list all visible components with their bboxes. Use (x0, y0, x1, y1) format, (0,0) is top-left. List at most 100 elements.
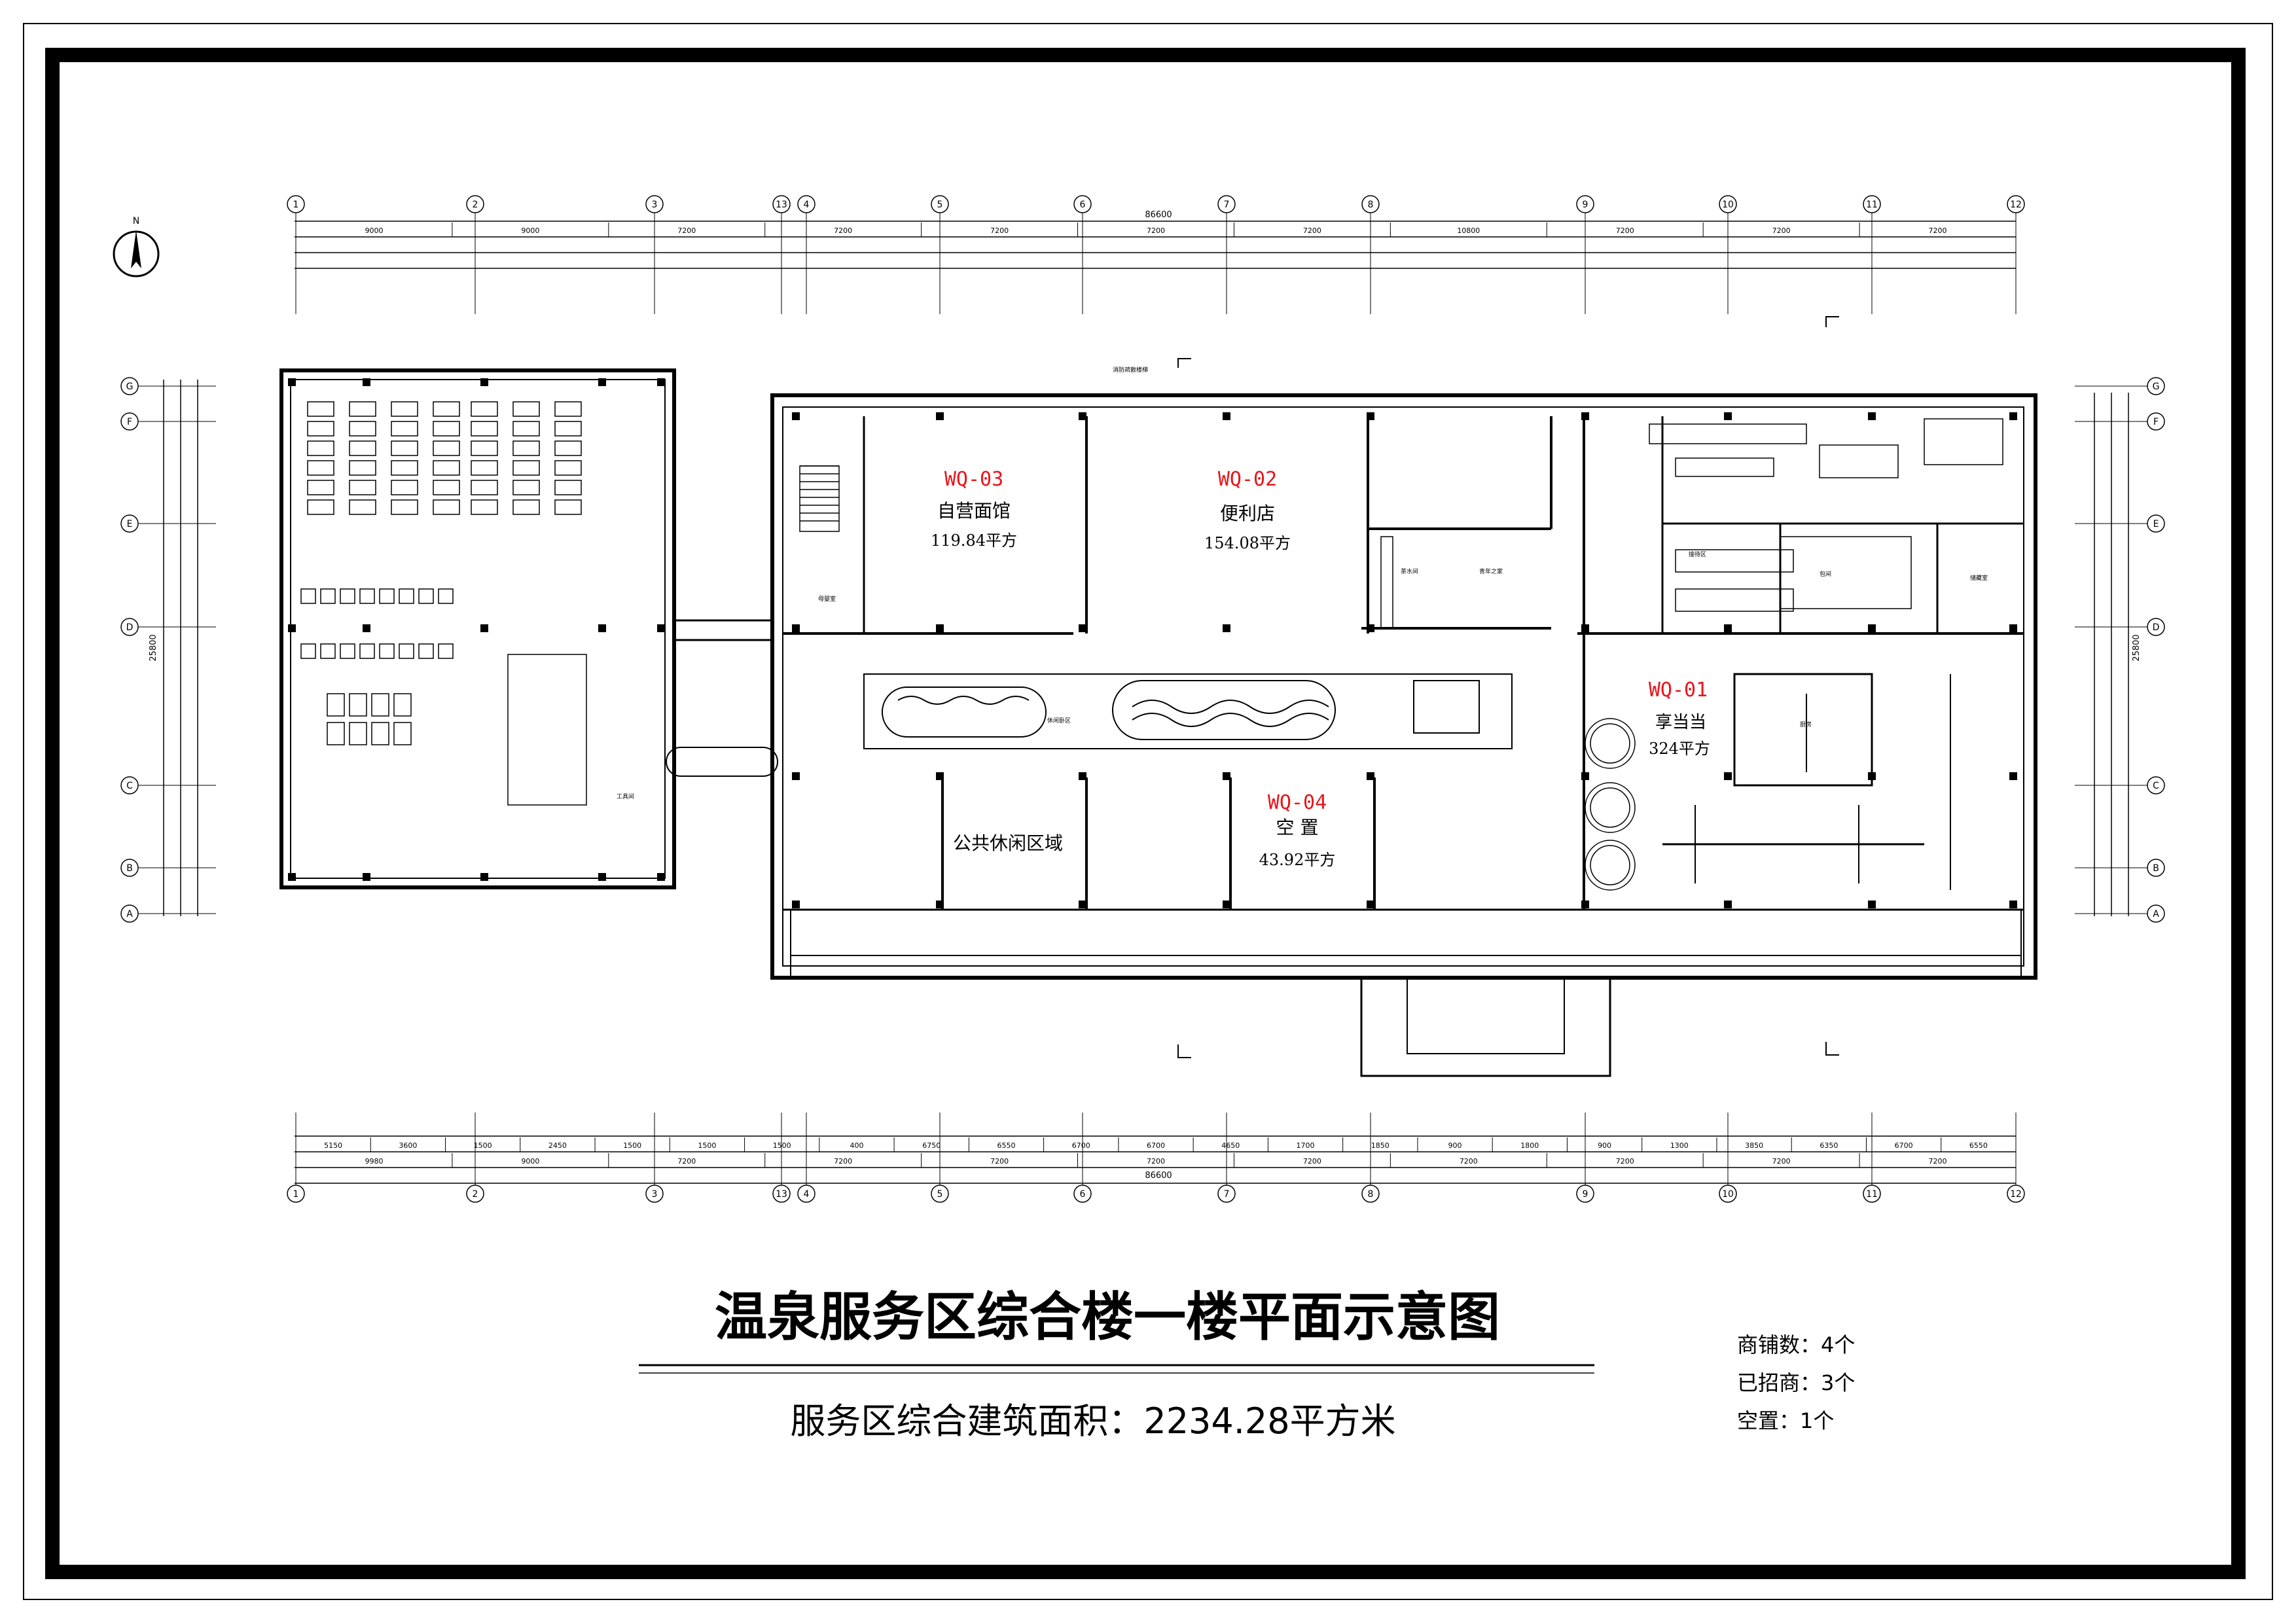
bottom1-dim-8: 7200 (1616, 1157, 1634, 1166)
axis-label: 12 (2010, 1189, 2022, 1200)
urinal (379, 643, 395, 659)
column (1868, 901, 1876, 908)
column (936, 901, 944, 908)
unit-code: WQ-01 (1649, 679, 1708, 702)
axis-bubble-12: 12 (2007, 195, 2025, 314)
summary-shops-vacant: 空置：1个 (1737, 1408, 1834, 1433)
toilet-stall (371, 722, 389, 745)
left-total-dimension: 25800 (149, 634, 158, 661)
unit-wq-03: WQ-03 自营面馆 119.84平方 (931, 468, 1017, 550)
outer-border (23, 23, 2273, 1600)
toilet-stall (512, 401, 540, 417)
bottom2-dim-7: 400 (850, 1141, 863, 1150)
drawing-frame (45, 48, 2246, 1579)
toilet-stall (512, 421, 540, 437)
toilet-stall (307, 480, 334, 495)
toilet-stall (391, 480, 418, 495)
toilet-stall (554, 421, 582, 437)
axis-bubble-13: 13 (772, 195, 791, 314)
room-tag-rest-area: 休闲卧区 (1047, 717, 1071, 724)
bottom1-dim-4: 7200 (990, 1157, 1009, 1166)
bottom2-dim-19: 3850 (1745, 1141, 1763, 1150)
axis-label: D (2153, 622, 2160, 633)
unit-code: WQ-03 (944, 468, 1003, 491)
toilet-stall (393, 722, 412, 745)
axis-bubble-7: 7 (1217, 195, 1236, 314)
axis-bubble-D: D (120, 618, 216, 636)
bottom2-dim-5: 1500 (698, 1141, 716, 1150)
column (1581, 772, 1589, 780)
bottom2-dim-10: 6700 (1072, 1141, 1090, 1150)
column (936, 772, 944, 780)
bottom2-dim-12: 4650 (1221, 1141, 1240, 1150)
axis-bubble-9: 9 (1576, 1113, 1594, 1203)
axis-bubble-B: B (120, 859, 216, 877)
bottom1-dim-6: 7200 (1303, 1157, 1321, 1166)
axis-bubble-8: 8 (1361, 195, 1380, 314)
column (936, 624, 944, 632)
bottom2-dim-2: 1500 (474, 1141, 492, 1150)
axis-bubble-11: 11 (1863, 1113, 1881, 1203)
axis-label: 7 (1224, 1189, 1230, 1200)
toilet-stall (512, 480, 540, 495)
toilet-stall (554, 401, 582, 417)
axis-label: 11 (1866, 1189, 1878, 1200)
axis-label: 13 (776, 200, 787, 210)
bottom2-dim-16: 1800 (1520, 1141, 1539, 1150)
column (1581, 412, 1589, 420)
bottom2-dim-3: 2450 (548, 1141, 567, 1150)
column (1868, 624, 1876, 632)
column (1868, 412, 1876, 420)
top-dim-3: 7200 (834, 226, 852, 235)
axis-bubble-9: 9 (1576, 195, 1594, 314)
stair (799, 465, 840, 532)
unit-name: 空 置 (1276, 817, 1319, 838)
toilet-stall (433, 401, 460, 417)
axis-label: 2 (473, 200, 478, 210)
room-tag-mother: 母婴室 (818, 595, 836, 603)
toilet-stall (433, 421, 460, 437)
bottom2-dim-22: 6550 (1969, 1141, 1988, 1150)
column (1581, 624, 1589, 632)
axis-label: B (2153, 863, 2159, 874)
column (1079, 412, 1086, 420)
toilet-stall (433, 480, 460, 495)
axis-label: 10 (1722, 200, 1734, 210)
bottom1-dim-1: 9000 (521, 1157, 539, 1166)
column (1223, 624, 1230, 632)
bottom2-dim-11: 6700 (1147, 1141, 1165, 1150)
urinal (359, 588, 375, 604)
axis-label: 5 (937, 1189, 943, 1200)
wash-counter (507, 654, 587, 806)
axis-bubble-7: 7 (1217, 1113, 1236, 1203)
room-tag-tool-room: 工具间 (617, 793, 634, 800)
toilet-stall (554, 499, 582, 515)
bottom2-dim-6: 1500 (773, 1141, 791, 1150)
toilet-stall (349, 440, 376, 456)
urinal (300, 588, 316, 604)
column (1581, 901, 1589, 908)
axis-bubble-13: 13 (772, 1113, 791, 1203)
toilet-stall (433, 440, 460, 456)
axis-bubble-B: B (2075, 859, 2165, 877)
axis-bubble-G: G (120, 377, 216, 395)
axis-bubble-5: 5 (931, 195, 949, 314)
toilet-stall (512, 440, 540, 456)
bottom2-dim-18: 1300 (1670, 1141, 1689, 1150)
column (1724, 412, 1732, 420)
axis-bubble-D: D (2075, 618, 2165, 636)
column (657, 873, 665, 881)
axis-label: 7 (1224, 200, 1230, 210)
bottom1-dim-0: 9980 (365, 1157, 383, 1166)
urinal (340, 643, 355, 659)
axis-label: 3 (652, 200, 658, 210)
bottom2-dim-13: 1700 (1297, 1141, 1315, 1150)
column (1223, 412, 1230, 420)
unit-area: 119.84平方 (931, 531, 1017, 550)
column (2009, 412, 2017, 420)
column (1223, 772, 1230, 780)
unit-code: WQ-04 (1268, 791, 1327, 814)
room-tag-kitchen: 厨房 (1800, 721, 1812, 728)
